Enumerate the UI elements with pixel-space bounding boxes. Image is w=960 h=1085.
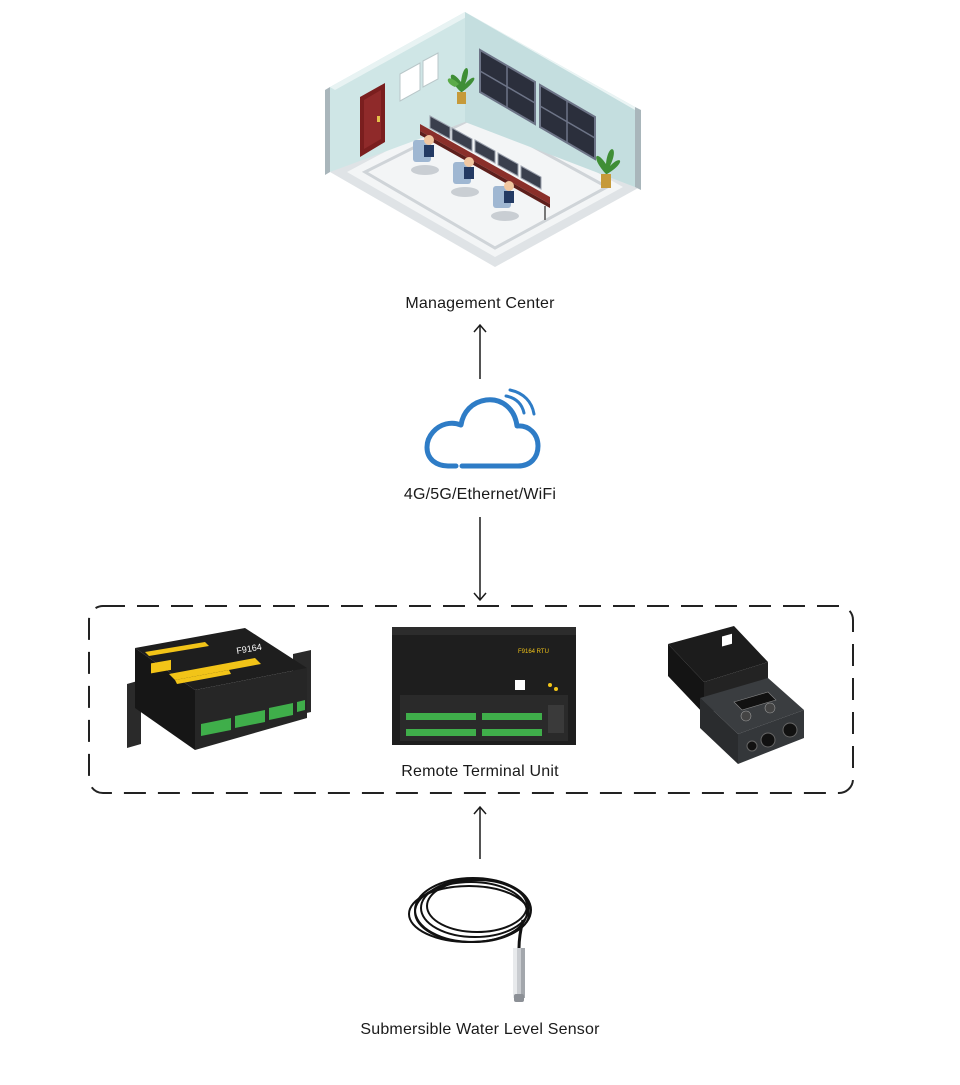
management-center-label: Management Center	[405, 295, 555, 312]
arrow-network-to-rtu	[473, 517, 487, 602]
sensor-label: Submersible Water Level Sensor	[360, 1021, 600, 1038]
arrow-sensor-to-rtu	[473, 805, 487, 859]
network-label: 4G/5G/Ethernet/WiFi	[403, 486, 557, 503]
water-level-sensor-illustration	[408, 877, 532, 1002]
rtu-group-border	[88, 605, 854, 794]
rtu-label: Remote Terminal Unit	[401, 763, 559, 780]
arrow-network-to-center	[473, 323, 487, 379]
rtu-device-3	[668, 626, 804, 764]
rtu-device-1: F9164	[127, 628, 311, 750]
rtu-device-2: F9164 RTU	[392, 627, 576, 745]
device-2-model-text: F9164 RTU	[518, 649, 549, 655]
control-room-illustration	[325, 12, 641, 267]
device-1-model-text: F9164	[236, 642, 263, 656]
cloud-network-icon	[424, 388, 541, 469]
